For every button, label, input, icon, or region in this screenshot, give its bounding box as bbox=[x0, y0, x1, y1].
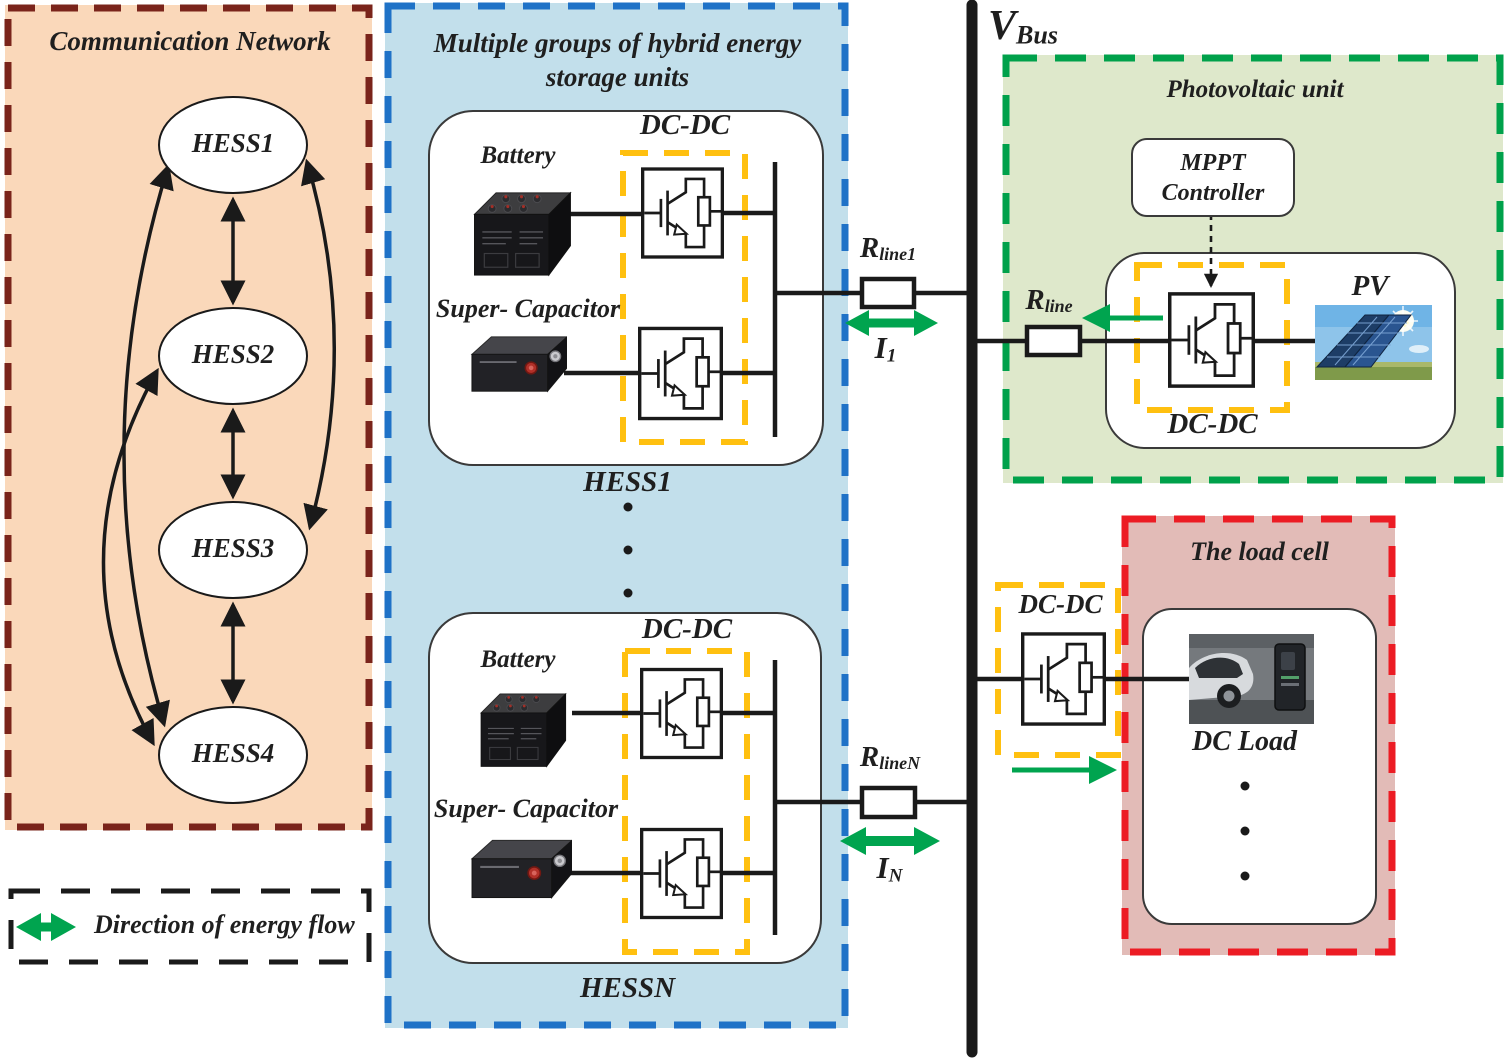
load-flow-arrow bbox=[1089, 756, 1117, 784]
dc-load-label: DC Load bbox=[1192, 726, 1297, 757]
rline1-resistor bbox=[859, 276, 917, 310]
pv-dcdc-label: DC-DC bbox=[1167, 408, 1258, 440]
mppt-line1: MPPT bbox=[1180, 149, 1246, 176]
hess1-unit-name: HESS1 bbox=[583, 466, 672, 498]
rline1-label: Rline1 bbox=[859, 232, 917, 265]
vbus-label: VBus bbox=[988, 3, 1058, 50]
hessN-dcdc-label: DC-DC bbox=[641, 613, 733, 645]
load-igbt bbox=[1021, 632, 1106, 726]
hess1-battery-label: Battery bbox=[480, 142, 556, 169]
mppt-controller-box: MPPT Controller bbox=[1131, 138, 1295, 217]
hessN-battery-label: Battery bbox=[480, 646, 556, 673]
mppt-line2: Controller bbox=[1161, 179, 1265, 206]
hess1-dcdc-label: DC-DC bbox=[639, 109, 731, 141]
hess3-node-label: HESS3 bbox=[191, 533, 275, 563]
storage-group-title-line2: storage units bbox=[545, 62, 690, 92]
rline-pv-label: Rline bbox=[1025, 284, 1073, 317]
hess1-supercap-label: Super- Capacitor bbox=[435, 294, 621, 323]
pv-unit-title: Photovoltaic unit bbox=[1166, 76, 1344, 103]
rlineN-label: RlineN bbox=[859, 741, 921, 774]
legend-label: Direction of energy flow bbox=[94, 910, 355, 939]
hessN-supercap-label: Super- Capacitor bbox=[433, 794, 619, 823]
hess1-node-label: HESS1 bbox=[191, 128, 275, 158]
load-dcdc-label: DC-DC bbox=[1018, 589, 1103, 619]
pv-panel-label: PV bbox=[1351, 270, 1389, 302]
i1-label: I1 bbox=[874, 330, 897, 367]
iN-label: IN bbox=[876, 850, 903, 887]
hessN-unit-name: HESSN bbox=[579, 972, 676, 1004]
rlineN-resistor bbox=[859, 785, 918, 820]
load-cell-title: The load cell bbox=[1190, 537, 1329, 566]
load-box bbox=[1142, 608, 1377, 925]
storage-group-title-line1: Multiple groups of hybrid energy bbox=[433, 28, 802, 58]
hess4-node-label: HESS4 bbox=[191, 738, 275, 768]
communication-network-title: Communication Network bbox=[49, 26, 331, 56]
hess2-node-label: HESS2 bbox=[191, 339, 275, 369]
